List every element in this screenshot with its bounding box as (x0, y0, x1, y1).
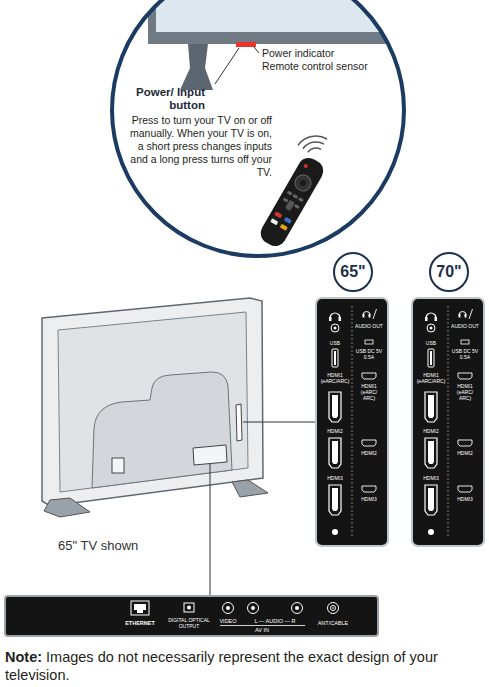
port-label: USB DC 5V 0.5A (354, 348, 384, 360)
port-label: HDMI1 (eARC/ARC) (319, 372, 351, 384)
callout-title: Power/ Input button (133, 86, 205, 112)
port-label: AV IN (247, 627, 277, 634)
port-label: ANT/CABLE (313, 620, 353, 627)
port-label: HDMI3 (416, 475, 446, 481)
size-label: 65" (340, 263, 365, 281)
port-label: HDMI2 (450, 450, 480, 456)
size-label: 70" (436, 263, 461, 281)
port-label: AUDIO OUT (451, 323, 479, 329)
port-label: ETHERNET (120, 620, 160, 627)
size-badge: 65" (333, 252, 373, 292)
port-label: HDMI1 (eARC/ ARC) (355, 383, 383, 401)
port-label: L — AUDIO — R (244, 618, 306, 625)
size-badge: 70" (429, 252, 469, 292)
note-paragraph: Note:Images do not necessarily represent… (5, 648, 460, 684)
port-label: USB DC 5V 0.5A (450, 348, 480, 360)
port-label: HDMI2 (416, 428, 446, 434)
port-label: DIGITAL OPTICAL OUTPUT (163, 617, 215, 629)
side-port-panel: USB HDMI1 (eARC/ARC) HDMI2HDMI3 AUDIO OUT US… (316, 298, 388, 546)
side-port-panel: USB HDMI1 (eARC/ARC) HDMI2HDMI3 AUDIO OUT US… (412, 298, 484, 546)
note-prefix: Note: (5, 649, 42, 665)
figure-caption: 65" TV shown (58, 538, 138, 553)
part-label: Power indicator (262, 47, 334, 59)
port-label: HDMI1 (eARC/ ARC) (451, 383, 479, 401)
port-label: USB (416, 340, 446, 346)
part-label: Remote control sensor (262, 60, 368, 72)
port-label: AUDIO OUT (355, 323, 383, 329)
note-text: Images do not necessarily represent the … (5, 649, 438, 683)
callout-body: Press to turn your TV on or off manually… (128, 114, 272, 179)
port-label: HDMI3 (450, 496, 480, 502)
port-label: VIDEO (215, 618, 241, 625)
port-label: HDMI2 (354, 450, 384, 456)
port-label: HDMI2 (320, 428, 350, 434)
port-label: HDMI3 (354, 496, 384, 502)
port-label: HDMI1 (eARC/ARC) (415, 372, 447, 384)
port-label: USB (320, 340, 350, 346)
bottom-port-panel: ETHERNETDIGITAL OPTICAL OUTPUTVIDEOL — A… (5, 596, 378, 636)
port-label: HDMI3 (320, 475, 350, 481)
